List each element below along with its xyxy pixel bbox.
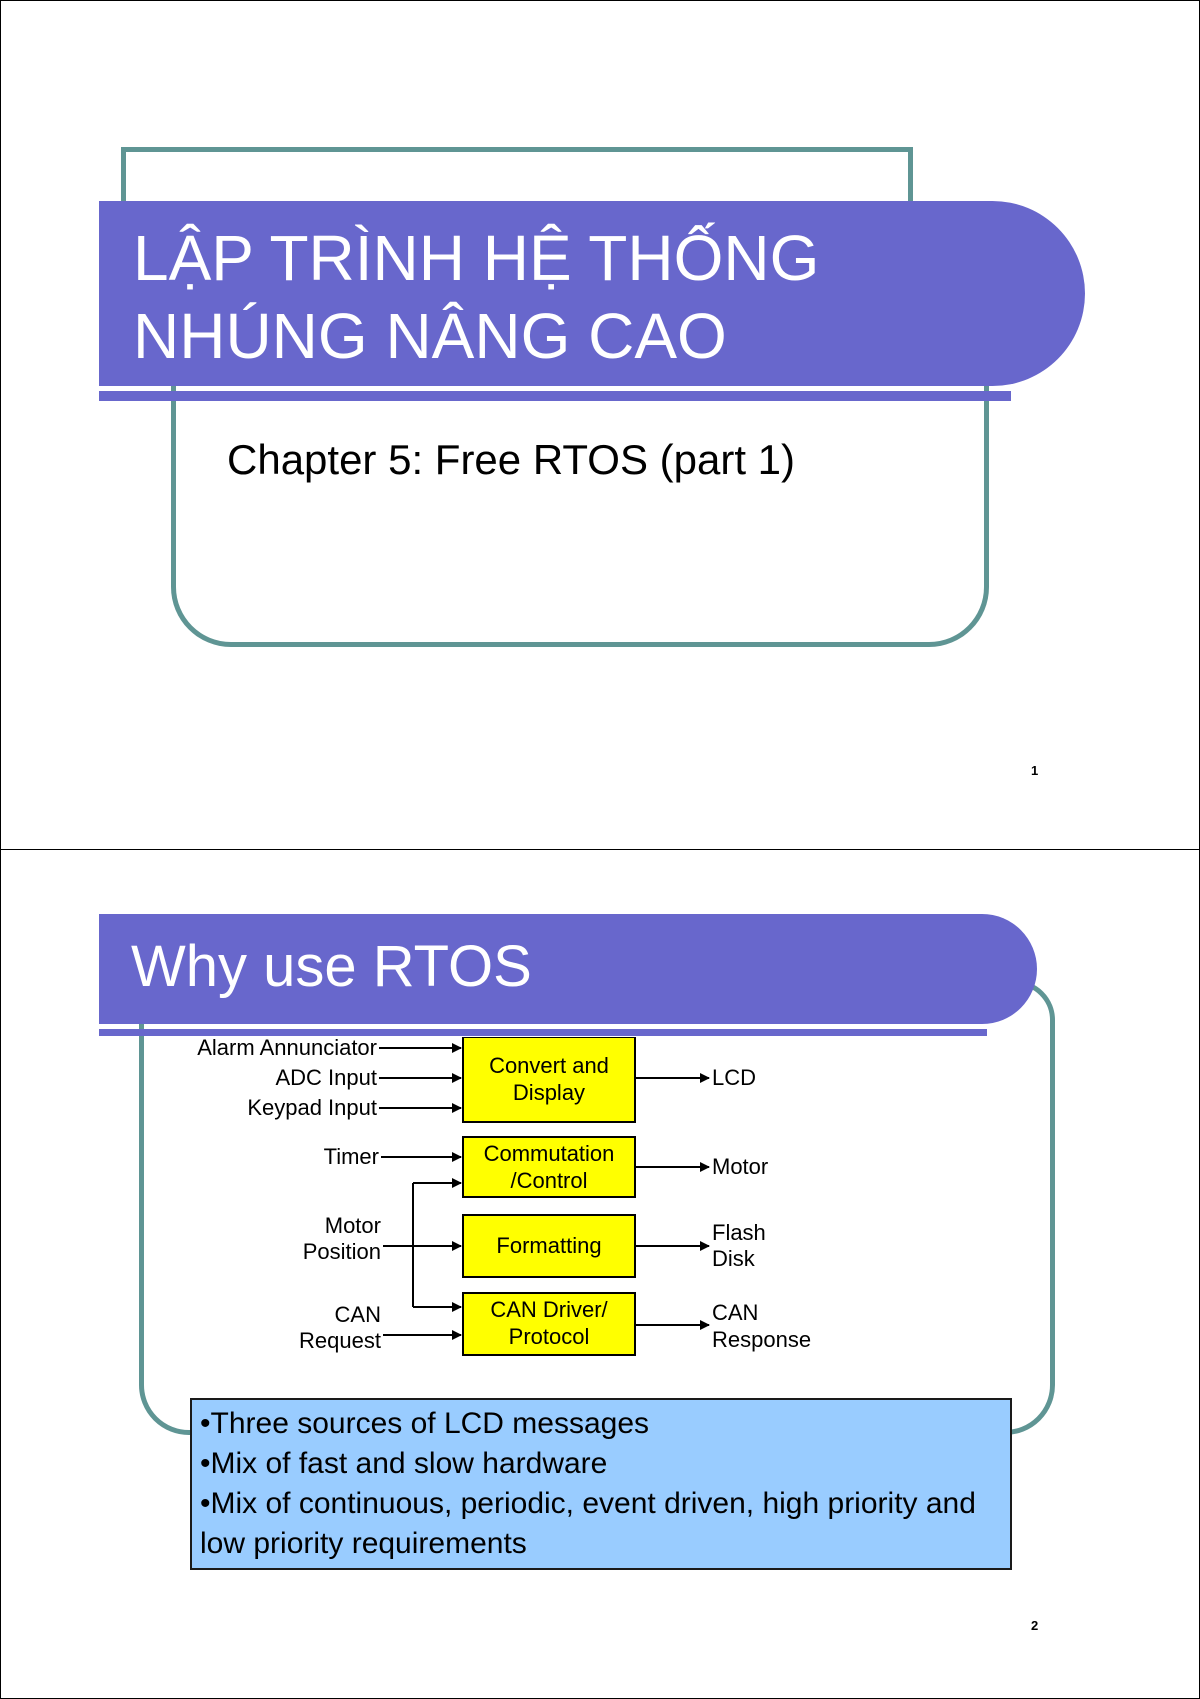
output-label: CAN xyxy=(712,1300,758,1325)
bullet-item: •Three sources of LCD messages xyxy=(200,1407,650,1440)
input-label: Alarm Annunciator xyxy=(197,1037,377,1060)
title-banner xyxy=(99,914,1037,1024)
input-label: Keypad Input xyxy=(247,1095,377,1120)
block-label: Convert and xyxy=(489,1053,609,1078)
title-frame-top xyxy=(121,147,913,217)
output-label: LCD xyxy=(712,1065,756,1090)
block-label: Display xyxy=(513,1080,585,1105)
slide-title-line-2: NHÚNG NÂNG CAO xyxy=(133,300,727,372)
bullet-box: •Three sources of LCD messages •Mix of f… xyxy=(190,1398,1012,1570)
page-number: 2 xyxy=(1031,1618,1039,1633)
block-label: CAN Driver/ xyxy=(490,1297,608,1322)
bullet-item: •Mix of fast and slow hardware xyxy=(200,1447,608,1480)
slide-subtitle: Chapter 5: Free RTOS (part 1) xyxy=(227,436,796,483)
output-label: Disk xyxy=(712,1246,756,1271)
output-label: Motor xyxy=(712,1154,768,1179)
slide-title: Why use RTOS xyxy=(131,934,532,999)
slide-title-line-1: LẬP TRÌNH HỆ THỐNG xyxy=(133,222,820,294)
title-banner xyxy=(99,201,1085,386)
block-label: Commutation xyxy=(484,1141,615,1166)
input-label: ADC Input xyxy=(276,1065,378,1090)
title-underline-stripe xyxy=(99,391,1011,401)
slide-2: Why use RTOS xyxy=(0,849,1200,1699)
slide-title: LẬP TRÌNH HỆ THỐNG NHÚNG NÂNG CAO xyxy=(133,219,1013,375)
system-block-diagram: Alarm Annunciator ADC Input Keypad Input… xyxy=(197,1037,811,1356)
block-label: Formatting xyxy=(496,1233,601,1258)
title-underline-stripe xyxy=(99,1029,987,1036)
slide-1: LẬP TRÌNH HỆ THỐNG NHÚNG NÂNG CAO Chapte… xyxy=(0,0,1200,851)
output-label: Flash xyxy=(712,1220,766,1245)
bullet-item: •Mix of continuous, periodic, event driv… xyxy=(200,1487,976,1560)
title-frame-body xyxy=(171,381,989,647)
block-label: Protocol xyxy=(509,1324,590,1349)
commutation-control-block xyxy=(462,1136,636,1198)
output-label: Response xyxy=(712,1327,811,1352)
input-label: Request xyxy=(299,1328,381,1353)
input-label: Position xyxy=(303,1239,381,1264)
input-label: CAN xyxy=(335,1302,381,1327)
block-label: /Control xyxy=(510,1168,587,1193)
page-number: 1 xyxy=(1031,763,1039,778)
input-label: Timer xyxy=(324,1144,379,1169)
input-label: Motor xyxy=(325,1213,381,1238)
convert-display-block xyxy=(462,1037,636,1123)
